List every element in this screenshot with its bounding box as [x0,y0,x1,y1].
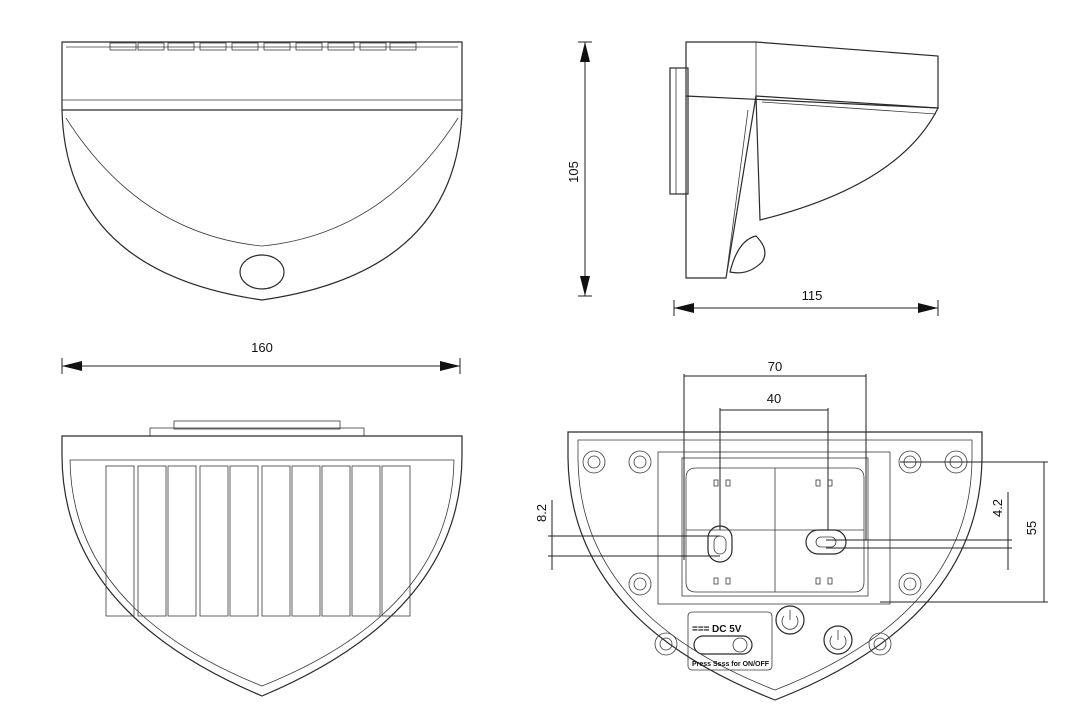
power-button-2 [823,625,853,655]
dimension-height: 105 [566,41,592,297]
front-view [61,41,463,301]
power-symbol: === [692,624,710,635]
top-view-solar-panel [61,420,463,697]
mount-height-label: 55 [1024,521,1039,535]
power-label: DC 5V [712,624,742,635]
dimension-slot-height-right: 4.2 [990,492,1009,570]
control-panel: === DC 5V Press Ssss for ON/OFF [687,605,853,671]
dimension-depth: 115 [673,288,939,316]
mounting-slots [707,525,847,563]
button-hint: Press Ssss for ON/OFF [692,661,770,668]
dimension-hole-span: 40 [720,391,828,411]
back-view: === DC 5V Press Ssss for ON/OFF [548,374,1048,701]
slot-height-right-label: 4.2 [990,499,1005,517]
dimension-slot-height: 8.2 [534,500,553,570]
dimension-mount-span: 70 [684,359,866,377]
power-button-1 [775,605,805,635]
screw-holes [582,450,968,656]
mount-span-label: 70 [768,359,782,374]
width-label: 160 [251,340,273,355]
dimension-mount-height: 55 [1024,462,1045,602]
side-view [669,41,939,279]
dimension-width: 160 [61,340,461,374]
height-label: 105 [566,161,581,183]
depth-label: 115 [802,288,823,303]
hole-span-label: 40 [767,391,781,406]
slot-height-label: 8.2 [534,504,549,522]
